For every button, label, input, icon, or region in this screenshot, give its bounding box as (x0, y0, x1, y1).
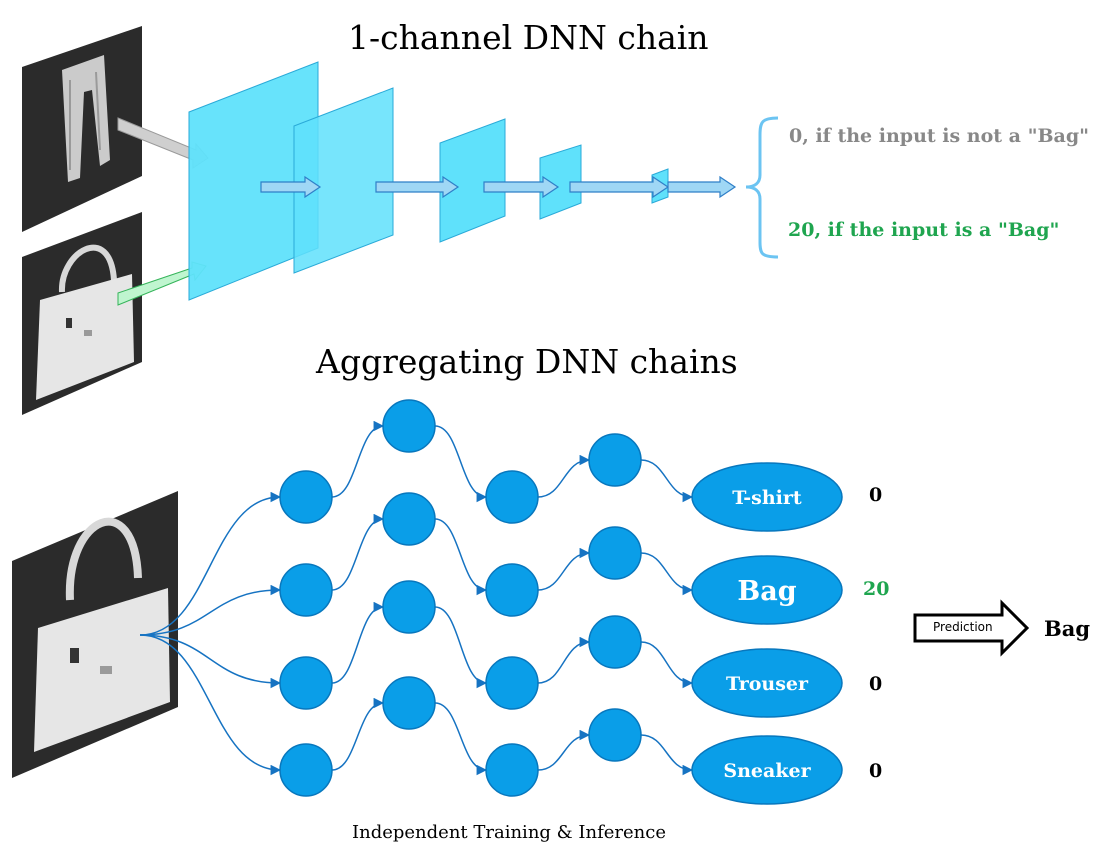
trouser-image (22, 26, 142, 232)
prediction-result: Bag (1044, 616, 1091, 641)
class-label-sneaker: Sneaker (723, 760, 811, 782)
class-node-trouser (691, 648, 843, 718)
edge-sneaker-1 (434, 702, 488, 776)
class-node-bag (691, 555, 843, 625)
output-positive-label: 20, if the input is a "Bag" (788, 219, 1060, 241)
edge-input-bag (139, 584, 282, 636)
hollow-arrow-icon (913, 599, 1030, 657)
top-title: 1-channel DNN chain (348, 18, 709, 57)
score-sneaker: 0 (869, 760, 883, 782)
neuron-bag-1 (382, 492, 436, 546)
score-trouser: 0 (869, 673, 883, 695)
edge-bag-1 (434, 518, 488, 596)
edge-input-tshirt (139, 491, 282, 636)
output-bracket (745, 116, 779, 259)
edge-out-bag (640, 552, 694, 596)
network-nodes (279, 399, 642, 797)
cnn-layer-2 (293, 87, 394, 274)
edge-sneaker-0 (331, 697, 385, 771)
edge-bag-0 (331, 513, 385, 591)
neuron-tshirt-2 (485, 470, 539, 524)
neuron-trouser-3 (588, 615, 642, 669)
cnn-layer-4 (539, 144, 582, 220)
class-label-tshirt: T-shirt (732, 487, 802, 509)
class-label-bag: Bag (737, 576, 796, 607)
score-bag: 20 (863, 578, 890, 600)
class-node-sneaker (691, 735, 843, 805)
footer-caption: Independent Training & Inference (352, 822, 666, 843)
neuron-sneaker-2 (485, 743, 539, 797)
bag-image (22, 212, 142, 415)
bottom-title: Aggregating DNN chains (316, 342, 738, 381)
edge-trouser-2 (537, 636, 591, 684)
edge-trouser-1 (434, 606, 488, 689)
bag-image-large (12, 491, 178, 778)
edge-out-trouser (640, 641, 694, 689)
neuron-tshirt-3 (588, 433, 642, 487)
neuron-bag-3 (588, 526, 642, 580)
edge-bag-2 (537, 547, 591, 591)
edge-out-tshirt (640, 459, 694, 503)
edge-tshirt-0 (331, 420, 385, 498)
edge-tshirt-1 (434, 425, 488, 503)
edge-out-sneaker (640, 734, 694, 776)
edge-input-sneaker (139, 634, 282, 776)
output-negative-label: 0, if the input is not a "Bag" (789, 125, 1090, 147)
class-node-tshirt (691, 462, 843, 532)
neuron-trouser-2 (485, 656, 539, 710)
edge-tshirt-2 (537, 454, 591, 498)
neuron-bag-2 (485, 563, 539, 617)
neuron-trouser-0 (279, 656, 333, 710)
flow-arrows (260, 175, 737, 199)
network-edges (139, 420, 694, 776)
neuron-bag-0 (279, 563, 333, 617)
edge-input-trouser (139, 634, 282, 689)
edge-sneaker-2 (537, 729, 591, 771)
neuron-tshirt-0 (279, 470, 333, 524)
neuron-trouser-1 (382, 580, 436, 634)
cnn-layer-3 (439, 118, 506, 243)
edge-trouser-0 (331, 601, 385, 684)
neuron-sneaker-0 (279, 743, 333, 797)
prediction-label: Prediction (933, 620, 993, 634)
neuron-tshirt-1 (382, 399, 436, 453)
neuron-sneaker-3 (588, 708, 642, 762)
neuron-sneaker-1 (382, 676, 436, 730)
class-label-trouser: Trouser (726, 673, 809, 695)
score-tshirt: 0 (869, 484, 883, 506)
